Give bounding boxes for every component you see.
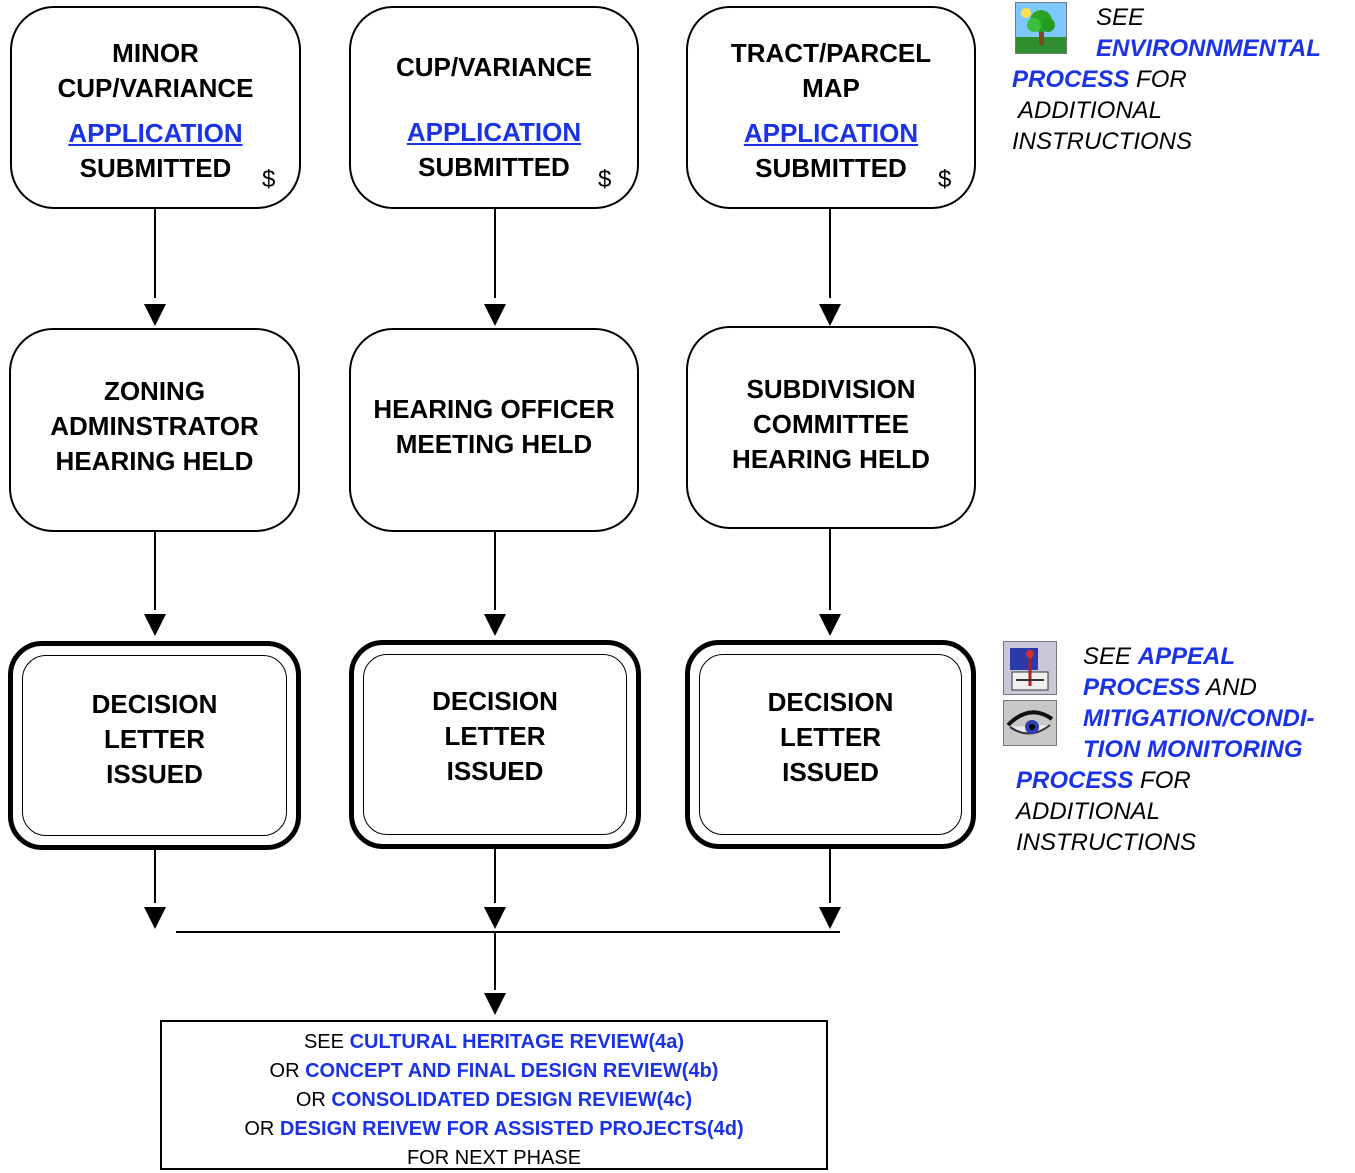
box-line: DECISION xyxy=(767,687,894,717)
cultural-heritage-review-link[interactable]: CULTURAL HERITAGE REVIEW(4a) xyxy=(349,1031,685,1053)
arrow-down-icon xyxy=(144,907,166,929)
box-line: SUBDIVISION xyxy=(746,374,916,404)
arrow-down-icon xyxy=(484,993,506,1015)
box-line: HEARING HELD xyxy=(732,444,930,474)
box-title: CUP/VARIANCE xyxy=(57,73,254,103)
note-text: FOR xyxy=(1140,767,1191,794)
environmental-note: SEE ENVIRONNMENTAL PROCESS FOR ADDITIONA… xyxy=(1012,2,1352,157)
mitigation-process-link[interactable]: PROCESS xyxy=(1016,767,1134,794)
decision-box: DECISION LETTER ISSUED xyxy=(685,640,976,849)
appeal-process-link[interactable]: PROCESS xyxy=(1083,674,1201,701)
box-text: OR xyxy=(295,1089,326,1111)
arrow-down-icon xyxy=(819,614,841,636)
box-text: OR xyxy=(269,1060,300,1082)
box-line: ZONING xyxy=(103,376,206,406)
tree-landscape-icon[interactable] xyxy=(1015,2,1067,54)
box-line: MEETING HELD xyxy=(395,429,593,459)
box-line: LETTER xyxy=(779,722,882,752)
box-line: LETTER xyxy=(444,721,546,751)
arrow-down-icon xyxy=(819,907,841,929)
assisted-projects-design-review-link[interactable]: DESIGN REIVEW FOR ASSISTED PROJECTS(4d) xyxy=(279,1118,744,1140)
arrow-down-icon xyxy=(144,614,166,636)
decision-box: DECISION LETTER ISSUED xyxy=(8,641,301,850)
box-line: HEARING HELD xyxy=(55,446,254,476)
cup-variance-application-box: CUP/VARIANCE APPLICATION SUBMITTED $ xyxy=(349,6,639,209)
mitigation-process-link[interactable]: TION MONITORING xyxy=(1083,736,1303,763)
appeal-scales-icon[interactable] xyxy=(1003,641,1057,695)
arrow-down-icon xyxy=(819,304,841,326)
arrow-down-icon xyxy=(484,907,506,929)
note-text: AND xyxy=(1206,674,1257,701)
arrow-down-icon xyxy=(144,304,166,326)
box-title: MINOR xyxy=(112,38,199,68)
box-line: COMMITTEE xyxy=(753,409,909,439)
decision-box: DECISION LETTER ISSUED xyxy=(349,640,641,849)
note-text: INSTRUCTIONS xyxy=(1012,128,1192,155)
box-line: ADMINSTRATOR xyxy=(50,411,259,441)
application-link[interactable]: APPLICATION xyxy=(68,118,243,148)
appeal-mitigation-note: SEE APPEAL PROCESS AND MITIGATION/CONDI-… xyxy=(1016,641,1354,858)
zoning-hearing-box: ZONING ADMINSTRATOR HEARING HELD xyxy=(9,328,300,532)
box-status: SUBMITTED xyxy=(418,152,570,182)
application-link[interactable]: APPLICATION xyxy=(743,118,919,148)
note-text: ADDITIONAL xyxy=(1018,97,1163,124)
box-line: ISSUED xyxy=(106,759,203,789)
box-text: SEE xyxy=(303,1031,344,1053)
environmental-process-link[interactable]: ENVIRONNMENTAL xyxy=(1096,35,1321,62)
application-link[interactable]: APPLICATION xyxy=(406,117,582,147)
box-line: HEARING OFFICER xyxy=(373,394,615,424)
minor-cup-application-box: MINOR CUP/VARIANCE APPLICATION SUBMITTED… xyxy=(10,6,301,209)
fee-symbol: $ xyxy=(262,166,276,193)
box-line: DECISION xyxy=(432,686,558,716)
next-phase-box: SEE CULTURAL HERITAGE REVIEW(4a) OR CONC… xyxy=(160,1020,828,1170)
fee-symbol: $ xyxy=(938,166,952,193)
note-text: ADDITIONAL xyxy=(1016,798,1161,825)
eye-icon[interactable] xyxy=(1003,700,1057,746)
box-title: TRACT/PARCEL xyxy=(730,38,932,68)
box-title: CUP/VARIANCE xyxy=(396,52,592,82)
box-line: DECISION xyxy=(91,689,218,719)
consolidated-design-review-link[interactable]: CONSOLIDATED DESIGN REVIEW(4c) xyxy=(331,1089,693,1111)
note-text: FOR xyxy=(1136,66,1187,93)
note-text: INSTRUCTIONS xyxy=(1016,829,1196,856)
mitigation-process-link[interactable]: MITIGATION/CONDI- xyxy=(1083,705,1315,732)
appeal-process-link[interactable]: APPEAL xyxy=(1137,643,1236,670)
box-line: LETTER xyxy=(103,724,206,754)
box-line: ISSUED xyxy=(446,756,544,786)
fee-symbol: $ xyxy=(598,166,612,193)
note-see: SEE xyxy=(1096,4,1145,31)
box-text: FOR NEXT PHASE xyxy=(406,1147,582,1169)
box-title: MAP xyxy=(802,73,860,103)
hearing-officer-box: HEARING OFFICER MEETING HELD xyxy=(349,328,639,532)
box-status: SUBMITTED xyxy=(755,153,907,183)
arrow-down-icon xyxy=(484,614,506,636)
environmental-process-link[interactable]: PROCESS xyxy=(1012,66,1130,93)
box-status: SUBMITTED xyxy=(79,153,232,183)
note-text: SEE xyxy=(1083,643,1132,670)
arrow-down-icon xyxy=(484,304,506,326)
box-line: ISSUED xyxy=(782,757,879,787)
tract-parcel-application-box: TRACT/PARCEL MAP APPLICATION SUBMITTED $ xyxy=(686,6,976,209)
box-text: OR xyxy=(244,1118,275,1140)
subdivision-hearing-box: SUBDIVISION COMMITTEE HEARING HELD xyxy=(686,326,976,529)
concept-final-design-review-link[interactable]: CONCEPT AND FINAL DESIGN REVIEW(4b) xyxy=(305,1060,719,1082)
